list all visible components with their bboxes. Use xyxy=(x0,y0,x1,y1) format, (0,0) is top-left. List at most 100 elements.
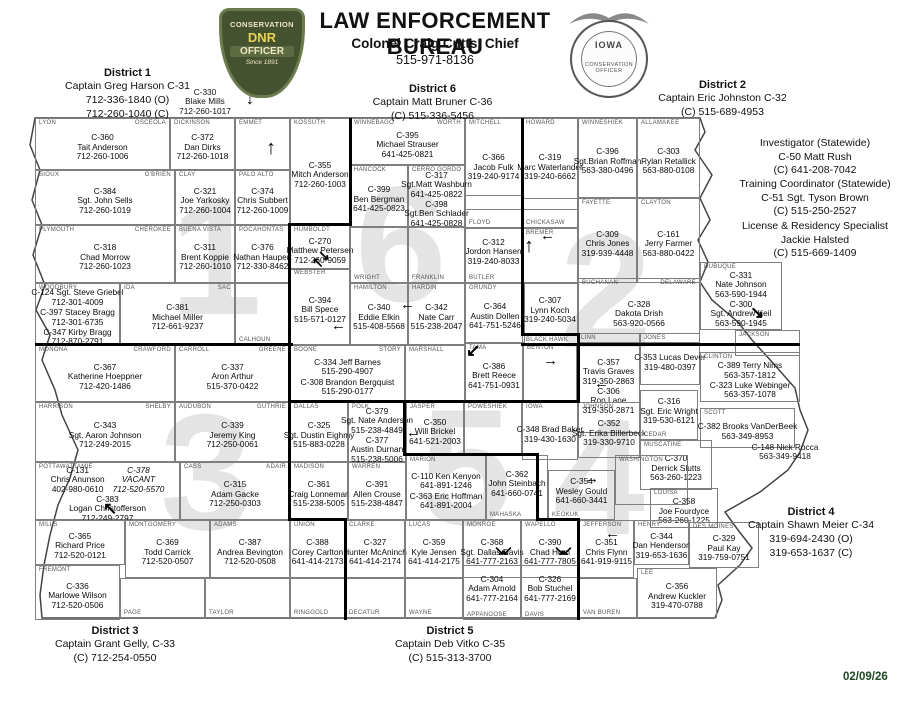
county-label: MONTGOMERY xyxy=(129,522,177,528)
arrow-pottawattamie-nw-icon: ↖ xyxy=(103,499,118,518)
county-label: JOHNSON xyxy=(582,404,614,410)
county-label: DECATUR xyxy=(349,610,380,616)
arrow-wapello-sw-icon: ↙ xyxy=(562,543,573,558)
district-boundary-line xyxy=(536,518,579,521)
county-label: CLINTON xyxy=(704,354,733,360)
county-label: WAPELLO xyxy=(525,522,556,528)
county-officers xyxy=(236,126,289,169)
arrow-blake-mills-down-icon: ↓ xyxy=(246,91,254,108)
arrow-humboldt-nw-icon: ↖ xyxy=(312,254,324,270)
county-label: CLAYTON xyxy=(641,200,671,206)
district-4-captain: Captain Shawn Meier C-34 xyxy=(747,519,875,532)
county-label: LINN xyxy=(581,335,596,341)
district-boundary-line xyxy=(35,343,293,346)
badge-circle: IOWA CONSERVATION OFFICER xyxy=(570,20,648,98)
county-label: UNION xyxy=(294,522,315,528)
county-label: JONES xyxy=(644,335,666,341)
investigator-name: C-50 Matt Rush xyxy=(778,150,852,163)
investigator-statewide: Investigator (Statewide) C-50 Matt Rush … xyxy=(730,137,900,178)
badge-text-iowa: IOWA xyxy=(595,40,623,50)
county-label: PALO ALTO xyxy=(239,172,274,178)
county-label: RINGGOLD xyxy=(294,610,329,616)
page-title: LAW ENFORCEMENT BUREAU xyxy=(319,8,551,59)
county-marshall: MARSHALL xyxy=(405,345,465,402)
shield-text-dnr: DNR xyxy=(247,30,277,45)
district-boundary-line xyxy=(288,400,580,403)
investigator-title: Investigator (Statewide) xyxy=(759,137,871,149)
arrow-hardin-left-icon: ← xyxy=(400,296,415,313)
county-label: JASPER xyxy=(410,404,436,410)
arrow-bremer-up-icon: ↑ xyxy=(524,235,534,257)
district-6-title: District 6 xyxy=(408,83,457,95)
county-taylor: TAYLOR xyxy=(205,578,290,618)
county-officers xyxy=(409,228,464,275)
county-label: EMMET xyxy=(239,120,263,126)
county-label: WASHINGTON xyxy=(619,457,664,463)
county-label: WAYNE xyxy=(409,610,432,616)
county-wright: WRIGHT xyxy=(350,227,408,283)
county-label: MUSCATINE xyxy=(644,442,682,448)
district-5-header: District 5 Captain Deb Vitko C-35 (C) 51… xyxy=(350,624,550,666)
county-label: JACKSON xyxy=(739,332,770,338)
arrow-keokuk-right-icon: → xyxy=(584,470,599,487)
county-label: FRANKLIN xyxy=(412,275,445,281)
county-label: LEE xyxy=(641,570,654,576)
county-label: LOUISA xyxy=(654,490,678,496)
district-3-phone: (C) 712-254-0550 xyxy=(73,651,157,664)
